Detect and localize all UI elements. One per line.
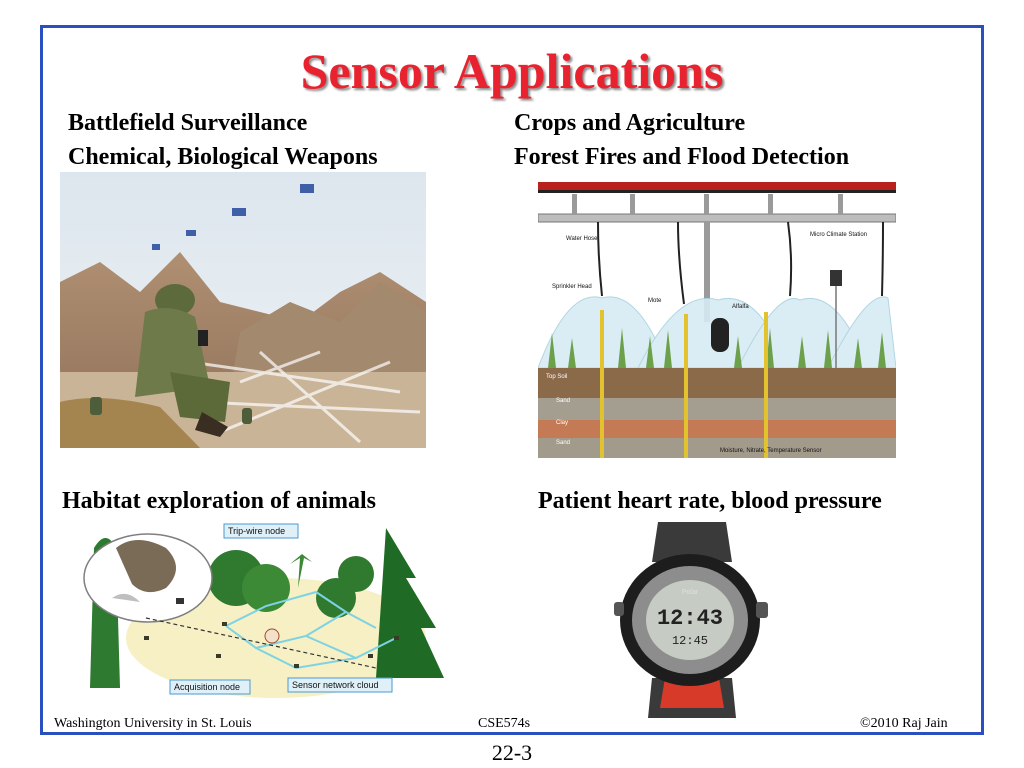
caption-chemical: Chemical, Biological Weapons (68, 144, 378, 170)
footer-right: ©2010 Raj Jain (860, 716, 948, 731)
caption-battlefield: Battlefield Surveillance (68, 110, 308, 136)
page-number: 22-3 (491, 740, 533, 765)
caption-habitat: Habitat exploration of animals (62, 488, 377, 514)
label-sprinkler-head: Sprinkler Head (552, 284, 592, 290)
label-sand-1: Sand (556, 398, 570, 404)
watch-subtime: 12:45 (672, 634, 708, 648)
caption-patient: Patient heart rate, blood pressure (538, 488, 882, 514)
label-clay: Clay (556, 420, 568, 426)
footer-center: CSE574s (478, 716, 531, 731)
label-mote: Mote (648, 298, 662, 304)
label-sensor-network-cloud: Sensor network cloud (292, 680, 379, 690)
watch-time: 12:43 (657, 606, 723, 631)
watch-brand: Polar (682, 589, 699, 596)
watch-image: 12:43 12:45 Polar (606, 522, 776, 718)
label-micro-climate: Micro Climate Station (810, 232, 867, 238)
slide-frame (40, 25, 984, 735)
label-acquisition-node: Acquisition node (174, 682, 240, 692)
label-trip-wire: Trip-wire node (228, 526, 285, 536)
agriculture-diagram: Water Hose Sprinkler Head Mote Alfalfa M… (538, 178, 896, 458)
label-alfalfa: Alfalfa (732, 304, 749, 310)
label-sand-2: Sand (556, 440, 570, 446)
battlefield-image (60, 172, 426, 448)
label-top-soil: Top Soil (546, 374, 567, 380)
caption-forest-fires: Forest Fires and Flood Detection (514, 144, 850, 170)
habitat-diagram: Trip-wire node Acquisition node Sensor n… (76, 518, 444, 704)
footer-left: Washington University in St. Louis (54, 716, 252, 731)
label-sensor: Moisture, Nitrate, Temperature Sensor (720, 448, 822, 454)
label-water-hose: Water Hose (566, 236, 598, 242)
caption-crops: Crops and Agriculture (514, 110, 746, 136)
slide-title: Sensor Applications (300, 43, 724, 99)
